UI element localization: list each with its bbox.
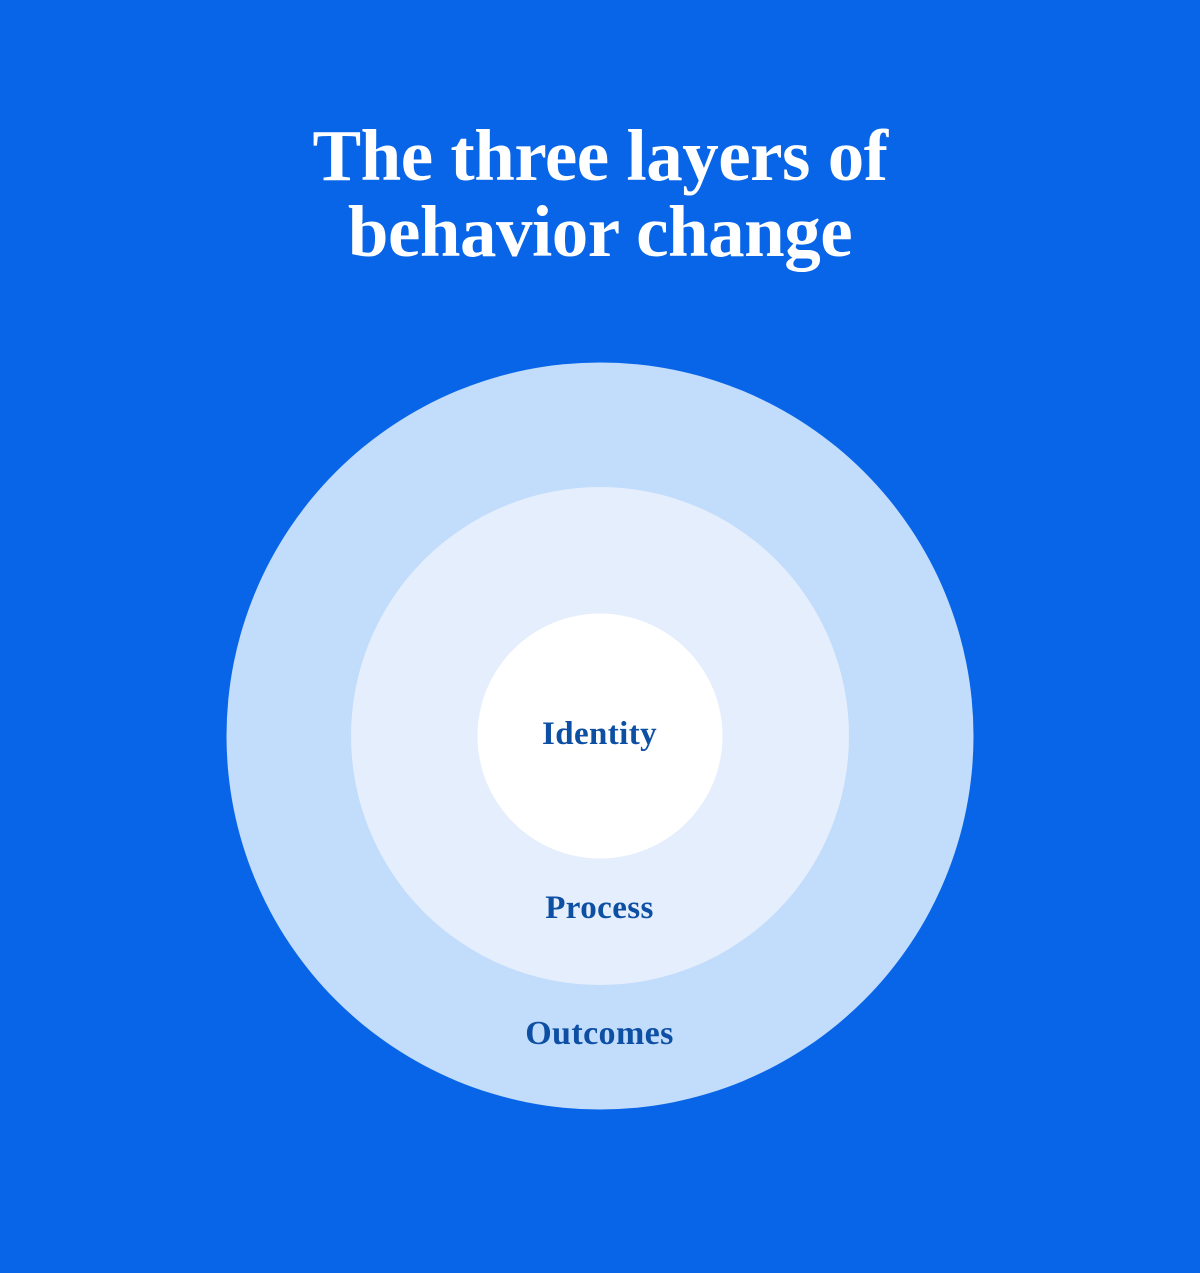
concentric-circle-diagram: Identity Process Outcomes bbox=[226, 362, 973, 1109]
page-title-line-1: The three layers of bbox=[312, 115, 888, 196]
ring-label-process: Process bbox=[545, 890, 654, 926]
ring-label-outcomes: Outcomes bbox=[525, 1015, 674, 1052]
ring-label-identity: Identity bbox=[541, 716, 658, 752]
ring-identity bbox=[477, 613, 722, 858]
page-title: The three layers of behavior change bbox=[0, 118, 1200, 270]
page-title-line-2: behavior change bbox=[347, 191, 853, 272]
